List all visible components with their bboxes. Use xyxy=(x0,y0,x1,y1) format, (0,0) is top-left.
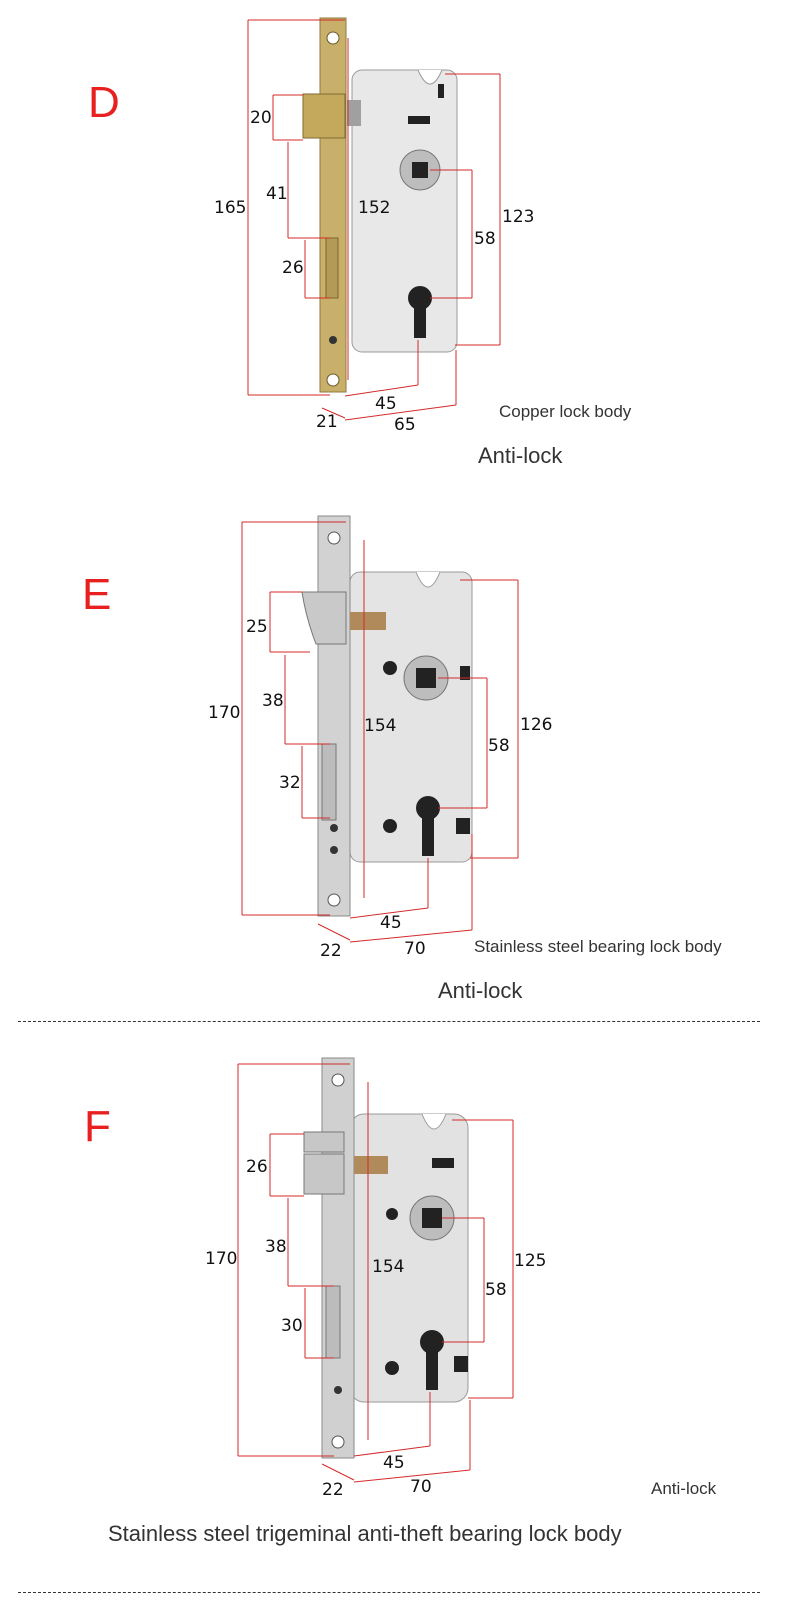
dim-handle-to-cylinder: 58 xyxy=(474,229,496,249)
lock-d-illustration xyxy=(247,17,501,421)
dimension-lines xyxy=(241,521,519,943)
model-letter: F xyxy=(84,1102,111,1151)
section-divider-bottom xyxy=(18,1592,760,1593)
dim-faceplate-inner: 152 xyxy=(358,198,391,218)
lock-case xyxy=(351,69,458,353)
dim-faceplate-width: 22 xyxy=(322,1480,344,1500)
model-letter: E xyxy=(82,570,112,619)
lock-caption: Anti-lock xyxy=(651,1479,717,1498)
lock-caption: Copper lock body xyxy=(499,402,632,421)
dim-backset: 45 xyxy=(380,913,402,933)
dim-latch-to-bolt: 38 xyxy=(262,691,284,711)
lock-feature: Anti-lock xyxy=(478,443,563,468)
lock-e-section: E 170 25 38 32 154 126 58 45 22 70 Stain… xyxy=(0,500,790,1020)
dim-case-height: 126 xyxy=(520,715,553,735)
dim-faceplate-inner: 154 xyxy=(364,716,397,736)
dim-case-height: 123 xyxy=(502,207,535,227)
section-divider xyxy=(18,1021,760,1022)
lock-feature: Anti-lock xyxy=(438,978,523,1003)
latch-bolt-upper xyxy=(303,1131,345,1153)
lock-caption: Stainless steel bearing lock body xyxy=(474,937,722,956)
lock-f-illustration xyxy=(237,1057,514,1483)
dim-backset: 45 xyxy=(375,394,397,414)
brass-faceplate xyxy=(319,17,347,393)
dim-bolt-height: 30 xyxy=(281,1316,303,1336)
lock-e-illustration xyxy=(241,515,519,943)
model-letter: D xyxy=(88,78,120,127)
dim-backset: 45 xyxy=(383,1453,405,1473)
steel-faceplate xyxy=(317,515,351,917)
dimension-lines xyxy=(237,1063,514,1483)
dimension-lines xyxy=(247,19,501,421)
dim-faceplate-inner: 154 xyxy=(372,1257,405,1277)
dim-faceplate-width: 21 xyxy=(316,412,338,432)
dim-total-height: 170 xyxy=(205,1249,238,1269)
dim-latch-height: 25 xyxy=(246,617,268,637)
dim-bolt-height: 26 xyxy=(282,258,304,278)
dim-case-depth: 70 xyxy=(404,939,426,959)
dim-latch-to-bolt: 38 xyxy=(265,1237,287,1257)
latch-bolt xyxy=(301,591,347,645)
dim-latch-height: 20 xyxy=(250,108,272,128)
lock-feature: Stainless steel trigeminal anti-theft be… xyxy=(108,1521,622,1546)
dim-total-height: 170 xyxy=(208,703,241,723)
steel-faceplate xyxy=(321,1057,355,1459)
dim-case-depth: 65 xyxy=(394,415,416,435)
lock-f-section: F 170 26 38 30 154 125 58 45 22 70 Anti-… xyxy=(0,1040,790,1580)
latch-bolt xyxy=(302,93,346,139)
dim-handle-to-cylinder: 58 xyxy=(485,1280,507,1300)
dim-handle-to-cylinder: 58 xyxy=(488,736,510,756)
dim-latch-height: 26 xyxy=(246,1157,268,1177)
dim-latch-to-bolt: 41 xyxy=(266,184,288,204)
dim-case-height: 125 xyxy=(514,1251,547,1271)
dim-bolt-height: 32 xyxy=(279,773,301,793)
lock-d-section: D 165 20 41 26 152 123 58 45 21 65 Coppe… xyxy=(0,0,790,480)
dim-total-height: 165 xyxy=(214,198,247,218)
dim-case-depth: 70 xyxy=(410,1477,432,1497)
dim-faceplate-width: 22 xyxy=(320,941,342,961)
latch-bolt-lower xyxy=(303,1153,345,1195)
